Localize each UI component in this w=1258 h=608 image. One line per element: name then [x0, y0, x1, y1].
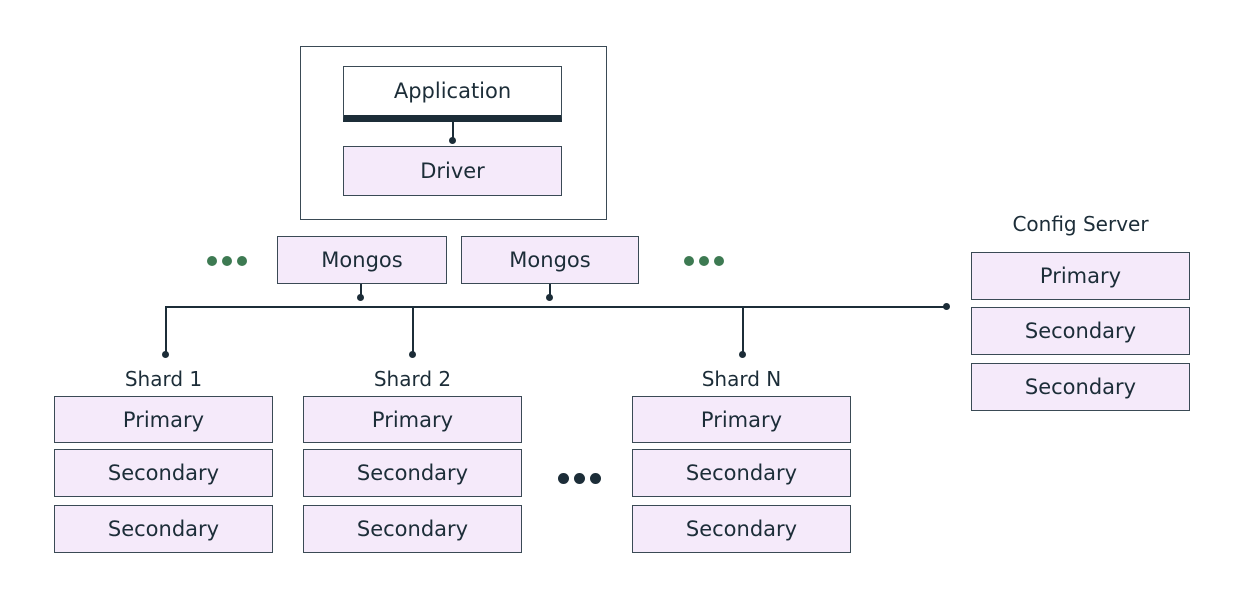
- config-server-secondary-2-label: Secondary: [1024, 375, 1137, 399]
- shard-1-primary-label: Primary: [122, 407, 205, 432]
- mongos-1-connector-dot: [357, 294, 364, 301]
- shard-2-secondary-2: Secondary: [303, 505, 522, 553]
- app-driver-connector: [452, 122, 454, 143]
- shard-ellipsis: [558, 473, 601, 484]
- shard-2-primary-label: Primary: [371, 407, 454, 432]
- mongos-1-connector: [360, 284, 362, 298]
- application-node: Application: [343, 66, 562, 122]
- shard-n-secondary-1: Secondary: [632, 449, 851, 497]
- shard-2-connector-dot: [409, 351, 416, 358]
- shard-n-secondary-2-label: Secondary: [685, 517, 798, 541]
- config-bus-end-dot: [943, 303, 950, 310]
- shard-n-secondary-2: Secondary: [632, 505, 851, 553]
- shard-1-secondary-1: Secondary: [54, 449, 273, 497]
- config-server-secondary-1: Secondary: [971, 307, 1190, 355]
- mongos-label-1: Mongos: [321, 248, 403, 272]
- app-driver-connector-dot: [449, 137, 456, 144]
- shard-n-secondary-1-label: Secondary: [685, 461, 798, 485]
- application-label: Application: [393, 79, 512, 103]
- driver-label: Driver: [420, 159, 485, 183]
- shard-1-secondary-1-label: Secondary: [107, 461, 220, 485]
- mongos-2-connector: [549, 284, 551, 298]
- shard-n-connector: [742, 306, 744, 354]
- shard-1-connector-dot: [162, 351, 169, 358]
- shard-2-primary: Primary: [303, 396, 522, 443]
- config-server-primary: Primary: [971, 252, 1190, 300]
- shard-n-connector-dot: [739, 351, 746, 358]
- config-server-secondary-2: Secondary: [971, 363, 1190, 411]
- shard-2-secondary-1-label: Secondary: [356, 461, 469, 485]
- shard-n-title: Shard N: [701, 367, 782, 391]
- shard-n-primary: Primary: [632, 396, 851, 443]
- shard-2-secondary-1: Secondary: [303, 449, 522, 497]
- mongos-label-2: Mongos: [509, 248, 591, 272]
- shard-1-primary: Primary: [54, 396, 273, 443]
- mongos-2-connector-dot: [546, 294, 553, 301]
- config-server-primary-label: Primary: [1039, 264, 1122, 288]
- shard-2-connector: [412, 306, 414, 354]
- cluster-bus-line: [165, 306, 947, 308]
- shard-1-secondary-2-label: Secondary: [107, 517, 220, 541]
- mongos-node-1: Mongos: [277, 236, 447, 284]
- shard-1-secondary-2: Secondary: [54, 505, 273, 553]
- config-server-title: Config Server: [1012, 212, 1149, 236]
- shard-1-connector: [165, 306, 167, 354]
- driver-node: Driver: [343, 146, 562, 196]
- shard-2-title: Shard 2: [373, 367, 452, 391]
- shard-n-primary-label: Primary: [700, 407, 783, 432]
- shard-1-title: Shard 1: [124, 367, 203, 391]
- mongos-ellipsis-right: [684, 256, 724, 266]
- shard-2-secondary-2-label: Secondary: [356, 517, 469, 541]
- mongos-node-2: Mongos: [461, 236, 639, 284]
- mongos-ellipsis-left: [207, 256, 247, 266]
- config-server-secondary-1-label: Secondary: [1024, 319, 1137, 343]
